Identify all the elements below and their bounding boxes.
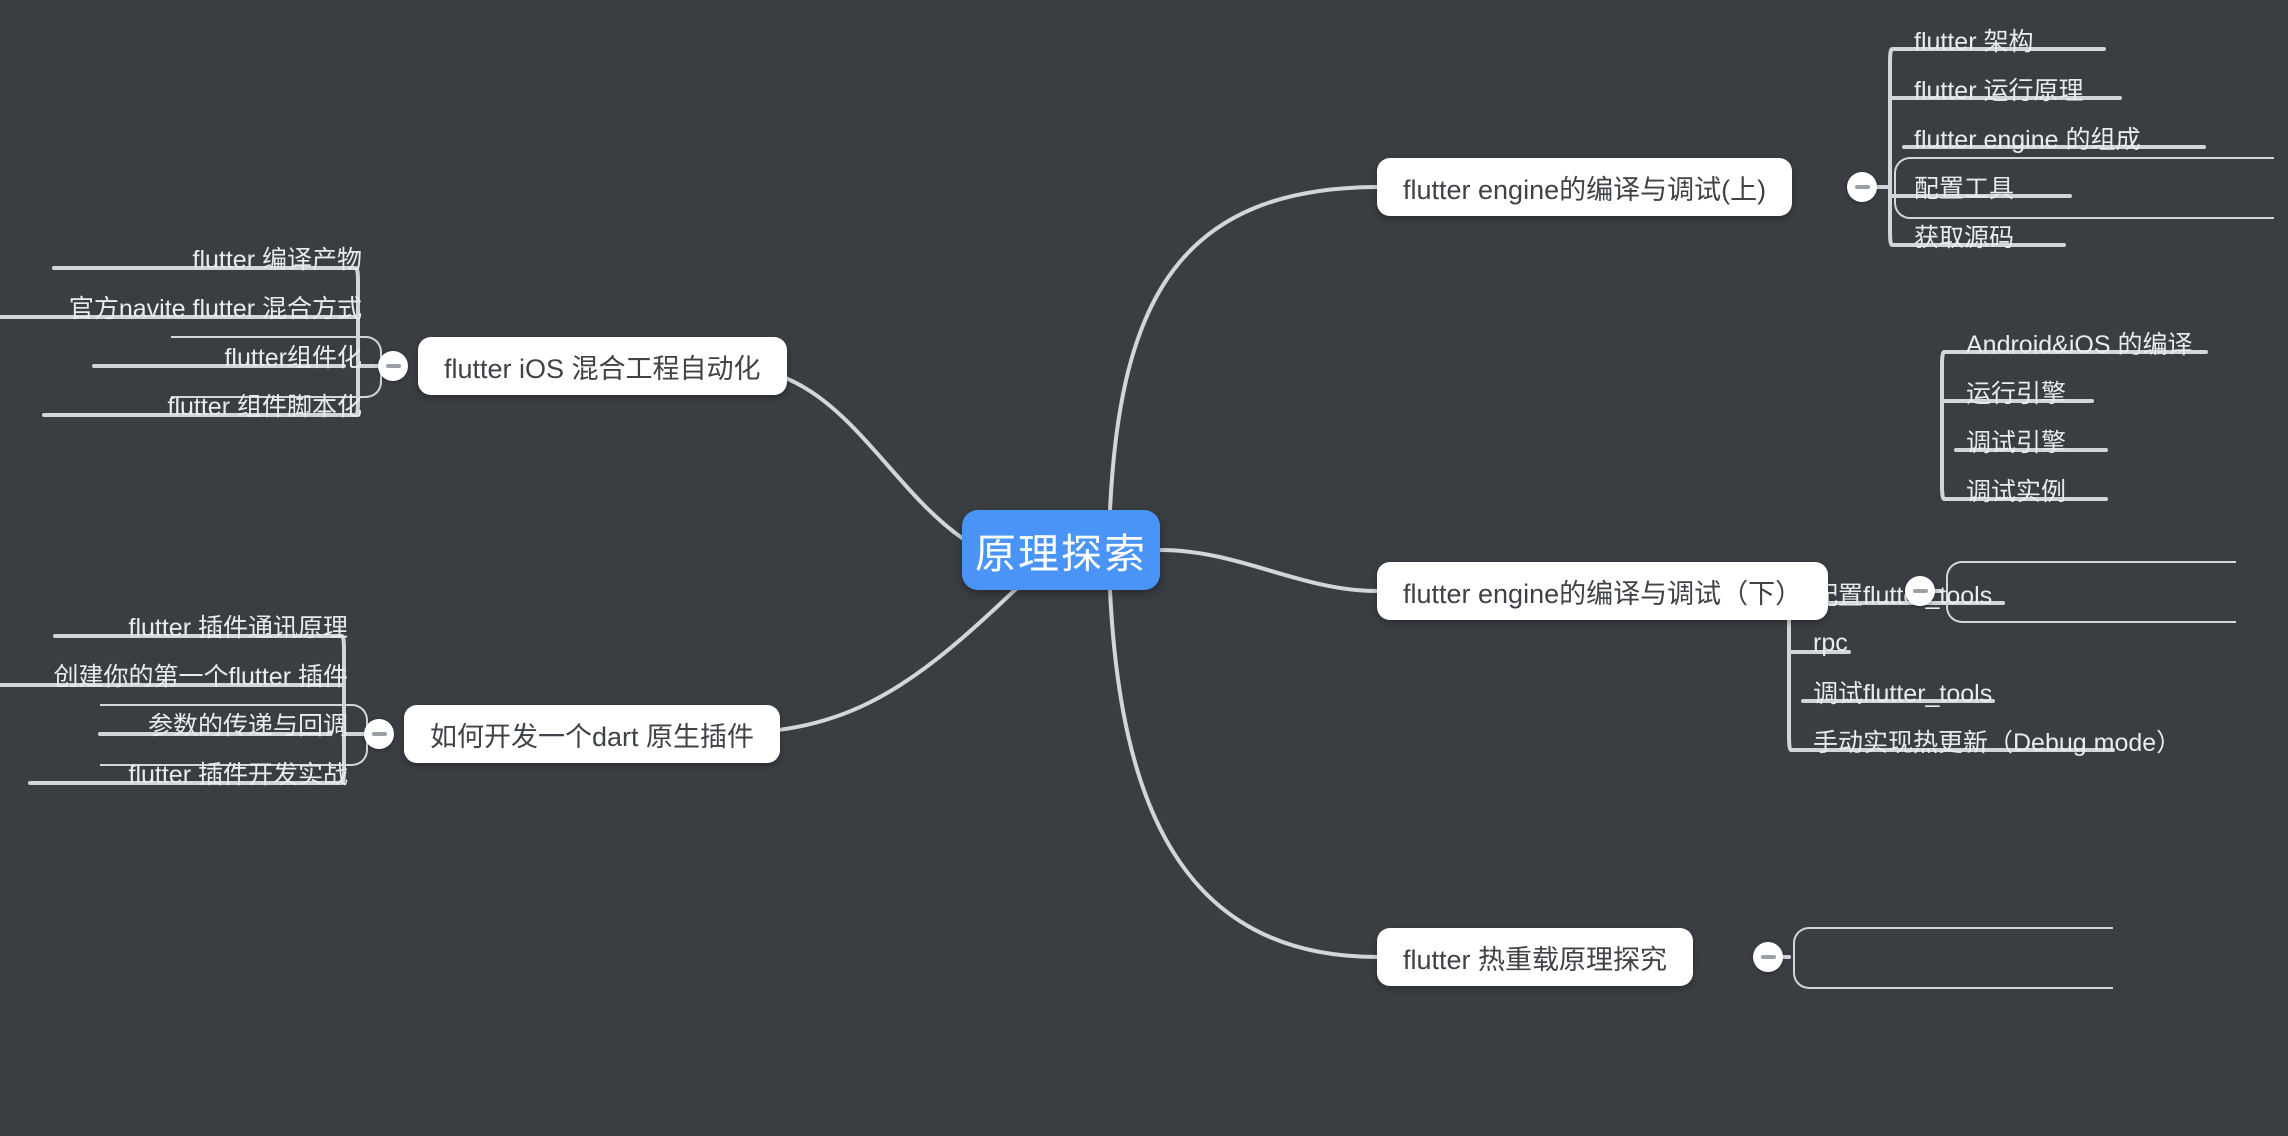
branch-node-ios-hybrid-automation[interactable]: flutter iOS 混合工程自动化 xyxy=(418,337,787,395)
leaf-flutter-yunxing-yuanli[interactable]: flutter 运行原理 xyxy=(1914,69,2083,109)
leaf-label: 参数的传递与回调 xyxy=(147,712,348,740)
leaf-label: 获取源码 xyxy=(1914,224,2015,252)
leaf-tiaoshi-yinqing[interactable]: 调试引擎 xyxy=(1966,421,2066,461)
leaf-label: flutter 插件通讯原理 xyxy=(128,614,348,642)
leaf-tiaoshi-shili[interactable]: 调试实例 xyxy=(1966,470,2066,510)
leaf-guanfang-navite-hunhe[interactable]: 官方navite flutter 混合方式 xyxy=(0,287,362,327)
leaf-label: 调试引擎 xyxy=(1966,429,2067,457)
minus-icon xyxy=(1760,955,1776,959)
branch-node-label: flutter engine的编译与调试（下） xyxy=(1403,578,1803,609)
branch-node-label: 如何开发一个dart 原生插件 xyxy=(430,721,755,752)
leaf-label: flutter组件化 xyxy=(224,344,362,372)
root-node-label: 原理探索 xyxy=(975,531,1147,577)
leaf-shoudong-shixian-regengxin[interactable]: 手动实现热更新（Debug mode） xyxy=(1813,721,2181,761)
leaf-flutter-engine-zucheng[interactable]: flutter engine 的组成 xyxy=(1914,118,2141,158)
leaf-yunxing-yinqing[interactable]: 运行引擎 xyxy=(1966,372,2066,412)
leaf-flutter-zujian-jiaobenhua[interactable]: flutter 组件脚本化 xyxy=(0,385,362,425)
leaf-highlight-box xyxy=(1793,927,2113,989)
leaf-label: 运行引擎 xyxy=(1966,380,2067,408)
leaf-label: flutter 组件脚本化 xyxy=(167,393,362,421)
leaf-label: flutter 编译产物 xyxy=(192,246,362,274)
leaf-label: rpc xyxy=(1813,628,1848,657)
leaf-flutter-bianyi-chanwu[interactable]: flutter 编译产物 xyxy=(0,238,362,278)
leaf-label: 手动实现热更新（Debug mode） xyxy=(1813,729,2182,757)
leaf-label: flutter engine 的组成 xyxy=(1914,126,2141,154)
leaf-label: Android&iOS 的编译 xyxy=(1966,331,2193,359)
leaf-label: 官方navite flutter 混合方式 xyxy=(68,295,362,323)
branch-node-label: flutter 热重载原理探究 xyxy=(1403,944,1668,975)
leaf-label: 配置flutter_tools xyxy=(1813,582,1993,610)
edge xyxy=(1787,601,1805,752)
edge xyxy=(1108,185,1379,512)
leaf-huoqu-yuanma[interactable]: 获取源码 xyxy=(1914,216,2014,256)
leaf-label: flutter 运行原理 xyxy=(1914,77,2084,105)
branch-node-engine-compile-debug-part1[interactable]: flutter engine的编译与调试(上) xyxy=(1377,158,1793,216)
leaf-flutter-jiagou[interactable]: flutter 架构 xyxy=(1914,20,2033,60)
leaf-flutter-chajian-tongxun-yuanli[interactable]: flutter 插件通讯原理 xyxy=(0,606,348,646)
leaf-label: 配置工具 xyxy=(1914,175,2015,203)
leaf-canshu-chuandi-yu-huidiao[interactable]: 参数的传递与回调 xyxy=(0,704,348,744)
leaf-flutter-zujianhua[interactable]: flutter组件化 xyxy=(0,336,362,376)
collapse-toggle-hot-reload-principle[interactable] xyxy=(1753,942,1783,972)
leaf-label: 创建你的第一个flutter 插件 xyxy=(53,663,348,691)
leaf-label: flutter 架构 xyxy=(1914,28,2034,56)
collapse-toggle-dart-native-plugin[interactable] xyxy=(364,719,394,749)
leaf-chuangjian-diyige-flutter-chajian[interactable]: 创建你的第一个flutter 插件 xyxy=(0,655,348,695)
minus-icon xyxy=(371,732,387,736)
leaf-peizhi-flutter-tools[interactable]: 配置flutter_tools xyxy=(1813,574,1992,614)
minus-icon xyxy=(385,364,401,368)
minus-icon xyxy=(1854,185,1870,189)
edge xyxy=(1158,548,1379,593)
root-node[interactable]: 原理探索 xyxy=(962,510,1160,590)
leaf-android-ios-bianyi[interactable]: Android&iOS 的编译 xyxy=(1966,323,2192,363)
leaf-label: 调试flutter_tools xyxy=(1813,680,1993,708)
collapse-toggle-ios-hybrid-automation[interactable] xyxy=(378,351,408,381)
leaf-label: 调试实例 xyxy=(1966,478,2067,506)
edge xyxy=(1888,47,1906,247)
leaf-peizhi-gongju[interactable]: 配置工具 xyxy=(1914,167,2014,207)
leaf-tiaoshi-flutter-tools[interactable]: 调试flutter_tools xyxy=(1813,672,1992,712)
edge xyxy=(1108,588,1379,959)
collapse-toggle-engine-compile-debug-part1[interactable] xyxy=(1847,172,1877,202)
branch-node-hot-reload-principle[interactable]: flutter 热重载原理探究 xyxy=(1377,928,1694,986)
collapse-toggle-engine-compile-debug-part2[interactable] xyxy=(1905,576,1935,606)
leaf-label: flutter 插件开发实战 xyxy=(128,761,348,789)
leaf-flutter-chajian-kaifa-shizhan[interactable]: flutter 插件开发实战 xyxy=(0,753,348,793)
minus-icon xyxy=(1912,589,1928,593)
leaf-rpc[interactable]: rpc xyxy=(1813,623,1848,663)
edge xyxy=(1940,350,1958,501)
branch-node-dart-native-plugin[interactable]: 如何开发一个dart 原生插件 xyxy=(404,705,781,763)
branch-node-label: flutter engine的编译与调试(上) xyxy=(1403,174,1767,205)
branch-node-engine-compile-debug-part2[interactable]: flutter engine的编译与调试（下） xyxy=(1377,562,1829,620)
branch-node-label: flutter iOS 混合工程自动化 xyxy=(444,353,761,384)
